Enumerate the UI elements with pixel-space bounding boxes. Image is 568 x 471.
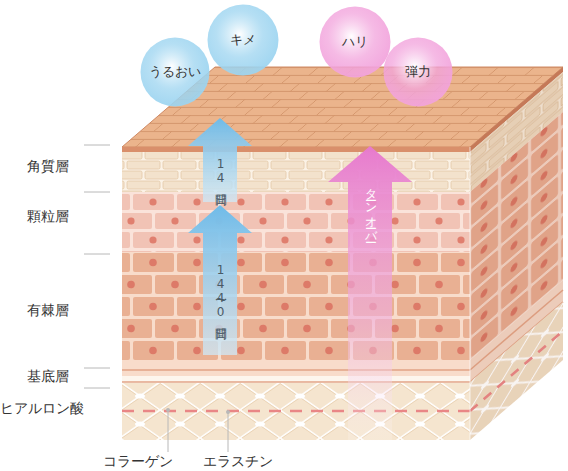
side-shade xyxy=(470,67,563,440)
turnover-arrow: 14日間 xyxy=(188,118,252,202)
leader-line xyxy=(84,145,110,146)
bubble-circle xyxy=(384,38,453,107)
arrow-label: ターンオーバー xyxy=(348,176,392,446)
benefit-bubble: キメ xyxy=(207,4,279,76)
layer-label: 有棘層 xyxy=(27,302,69,320)
corner-edge xyxy=(470,147,471,440)
layer-label: 基底層 xyxy=(27,368,69,386)
leader-line xyxy=(84,368,110,369)
benefit-bubble: ハリ xyxy=(319,6,391,78)
layer-label: 顆粒層 xyxy=(27,208,69,226)
turnover-arrow: ターンオーバー xyxy=(328,146,412,442)
arrow-path xyxy=(188,118,252,202)
bubble-label: ハリ xyxy=(319,6,391,78)
arrow-path xyxy=(188,205,252,355)
benefit-bubble: 弾力 xyxy=(383,37,453,107)
leader-dot xyxy=(226,410,230,414)
fiber-label: コラーゲン xyxy=(103,453,173,471)
stratum-corneum xyxy=(122,152,470,192)
surface-edge xyxy=(122,147,470,152)
basal-line xyxy=(122,369,470,371)
turnover-arrow: 14〜40日間 xyxy=(188,205,252,355)
dermis-line xyxy=(122,381,470,383)
leader-line xyxy=(228,412,229,452)
fiber-label: エラスチン xyxy=(203,453,273,471)
stratum-granulosum xyxy=(122,192,470,252)
leader-line xyxy=(168,410,169,452)
leader-dot xyxy=(166,408,170,412)
leader-line xyxy=(84,254,110,255)
leader-line xyxy=(84,388,110,389)
benefit-bubble: うるおい xyxy=(140,37,210,107)
stratum-spinosum xyxy=(122,252,470,360)
stratum-basale xyxy=(122,360,470,376)
bubble-label: キメ xyxy=(207,4,279,76)
dermis xyxy=(122,383,470,440)
arrow-label: 14〜40日間 xyxy=(203,227,237,355)
elastin-fiber xyxy=(122,410,470,413)
bubble-circle xyxy=(208,5,279,76)
bubble-label: うるおい xyxy=(140,37,210,107)
leader-line xyxy=(84,192,110,193)
basement-membrane xyxy=(122,376,470,382)
arrow-label: 14日間 xyxy=(203,140,237,202)
bubble-circle xyxy=(141,38,210,107)
layer-label: 角質層 xyxy=(27,158,69,176)
bubble-label: 弾力 xyxy=(383,37,453,107)
layer-label: ヒアルロン酸 xyxy=(0,400,84,418)
bubble-circle xyxy=(320,7,391,78)
